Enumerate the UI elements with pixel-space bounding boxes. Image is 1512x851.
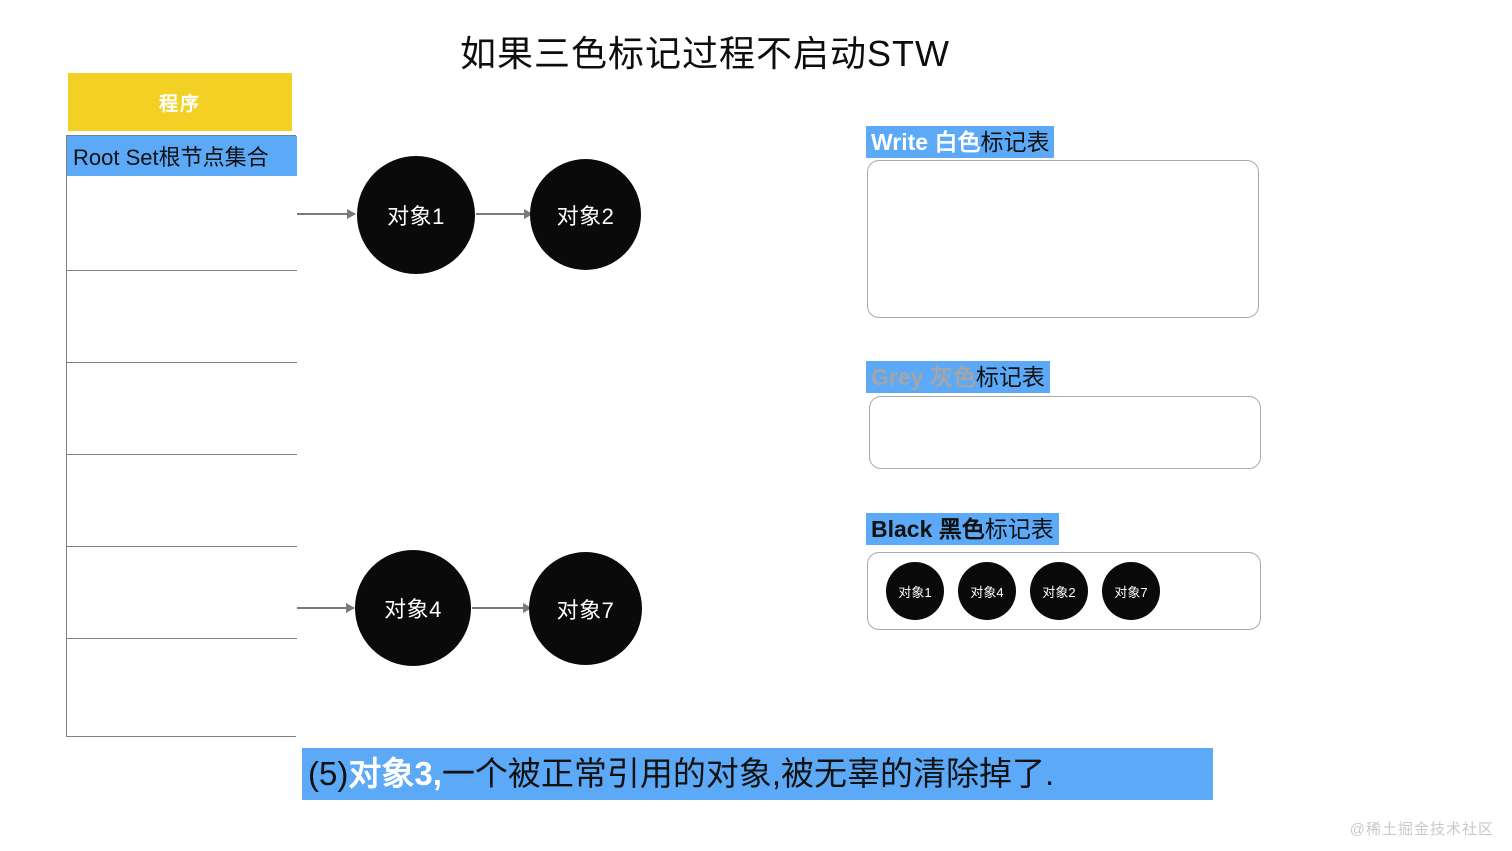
table-row <box>67 363 297 455</box>
grey-mark-table-label: Grey 灰色 标记表 <box>866 361 1050 393</box>
arrow-object4-to-object7 <box>472 603 532 613</box>
black-list-item: 对象2 <box>1030 562 1088 620</box>
black-list-item: 对象1 <box>886 562 944 620</box>
white-label-en: Write <box>871 129 929 155</box>
caption-bold-object: 对象3, <box>348 755 442 792</box>
grey-label-tail: 标记表 <box>975 364 1045 390</box>
grey-mark-table-box <box>869 396 1261 469</box>
black-label-cn: 黑色 <box>938 516 985 542</box>
white-label-tail: 标记表 <box>980 129 1050 155</box>
black-list-item-label: 对象4 <box>970 584 1004 600</box>
root-set-row: Root Set根节点集合 <box>67 136 297 176</box>
black-label-tail: 标记表 <box>984 516 1054 542</box>
object-node-label: 对象2 <box>556 203 615 229</box>
root-set-table: Root Set根节点集合 <box>66 135 297 737</box>
root-set-label: Root Set根节点集合 <box>73 145 269 170</box>
black-list-item-label: 对象2 <box>1042 584 1076 600</box>
white-mark-table-label: Write 白色 标记表 <box>866 126 1055 158</box>
white-mark-table-box <box>867 160 1259 318</box>
grey-label-en: Grey <box>871 364 924 390</box>
table-row <box>67 176 297 271</box>
white-label-cn: 白色 <box>934 129 981 155</box>
black-list-item-label: 对象7 <box>1114 584 1148 600</box>
object-node-label: 对象4 <box>384 597 442 622</box>
object-node-4: 对象4 <box>355 550 471 666</box>
black-list-item: 对象4 <box>958 562 1016 620</box>
table-row <box>67 271 297 363</box>
table-row <box>67 547 297 639</box>
grey-label-cn: 灰色 <box>929 364 976 390</box>
arrow-object1-to-object2 <box>476 209 533 219</box>
watermark: @稀土掘金技术社区 <box>1349 821 1494 838</box>
page-title: 如果三色标记过程不启动STW <box>460 33 950 74</box>
black-label-en: Black <box>871 516 933 542</box>
program-header: 程序 <box>68 73 292 131</box>
caption-rest: 一个被正常引用的对象,被无辜的清除掉了. <box>441 755 1055 792</box>
object-node-2: 对象2 <box>530 159 641 270</box>
object-node-7: 对象7 <box>529 552 642 665</box>
black-list-item: 对象7 <box>1102 562 1160 620</box>
bottom-caption: (5) 对象3, 一个被正常引用的对象,被无辜的清除掉了. <box>302 748 1213 800</box>
caption-number: (5) <box>308 755 349 792</box>
black-list-item-label: 对象1 <box>898 584 932 600</box>
arrow-root-to-object1 <box>297 209 356 219</box>
arrow-root-to-object4 <box>297 603 355 613</box>
table-row <box>67 639 297 736</box>
object-node-1: 对象1 <box>357 156 475 274</box>
program-header-label: 程序 <box>158 93 201 115</box>
object-node-label: 对象1 <box>387 204 445 229</box>
black-mark-table-label: Black 黑色 标记表 <box>866 513 1059 545</box>
table-row <box>67 455 297 547</box>
object-node-label: 对象7 <box>556 597 615 623</box>
